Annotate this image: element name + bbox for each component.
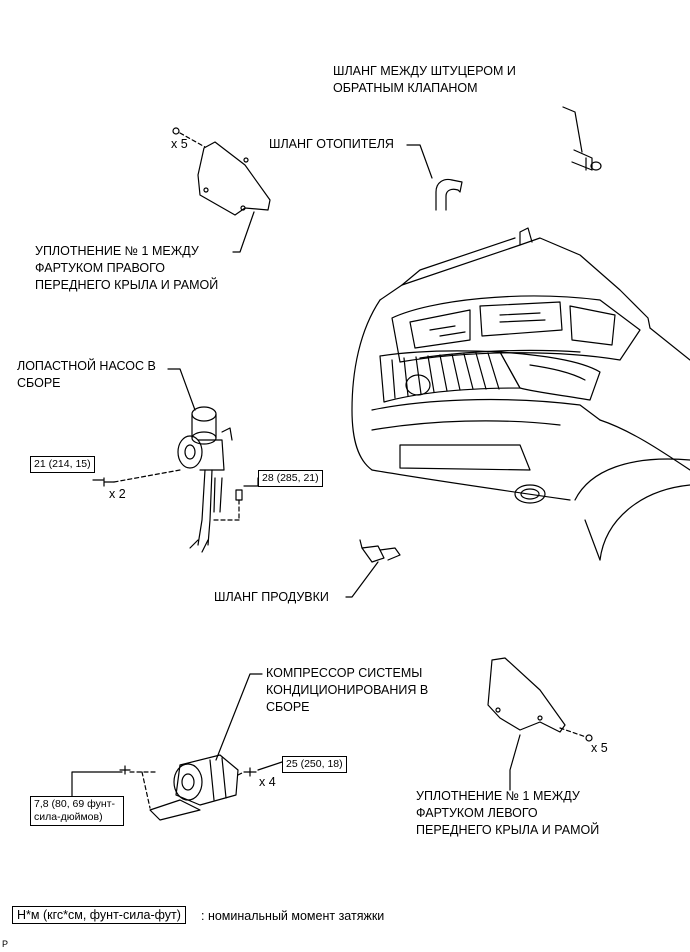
label-seal-right-clips-qty: x 5 xyxy=(171,137,188,151)
legend-torque-description: : номинальный момент затяжки xyxy=(201,909,385,923)
torque-compressor-stud: 7,8 (80, 69 фунт- сила-дюймов) xyxy=(30,796,124,826)
label-seal-left: УПЛОТНЕНИЕ № 1 МЕЖДУ ФАРТУКОМ ЛЕВОГО ПЕР… xyxy=(416,789,600,837)
label-compressor-bolts-qty: x 4 xyxy=(259,775,276,789)
label-seal-left-clips-qty: x 5 xyxy=(591,741,608,755)
label-union-check-valve-hose: ШЛАНГ МЕЖДУ ШТУЦЕРОМ И ОБРАТНЫМ КЛАПАНОМ xyxy=(333,64,516,95)
label-purge-hose: ШЛАНГ ПРОДУВКИ xyxy=(214,590,329,604)
torque-pump-bolt: 21 (214, 15) xyxy=(30,456,95,473)
compressor-part xyxy=(71,673,283,821)
torque-pump-bracket-bolt: 28 (285, 21) xyxy=(258,470,323,487)
vane-pump-part xyxy=(92,368,259,553)
label-vane-pump: ЛОПАСТНОЙ НАСОС В СБОРЕ xyxy=(17,359,156,390)
seal-left-part xyxy=(487,657,593,791)
vehicle-illustration xyxy=(351,227,690,561)
seal-right-part xyxy=(172,127,271,253)
legend-torque-units-box: Н*м (кгс*см, фунт-сила-фут) xyxy=(12,906,186,924)
heater-hose xyxy=(406,144,463,211)
corner-mark: P xyxy=(2,939,9,949)
union-check-valve-hose xyxy=(562,106,602,171)
label-pump-bolts-qty: x 2 xyxy=(109,487,126,501)
label-seal-right: УПЛОТНЕНИЕ № 1 МЕЖДУ ФАРТУКОМ ПРАВОГО ПЕ… xyxy=(35,244,219,292)
label-compressor: КОМПРЕССОР СИСТЕМЫ КОНДИЦИОНИРОВАНИЯ В С… xyxy=(266,666,429,714)
torque-compressor-bolt: 25 (250, 18) xyxy=(282,756,347,773)
label-heater-hose: ШЛАНГ ОТОПИТЕЛЯ xyxy=(269,137,394,151)
purge-hose-part xyxy=(345,539,401,598)
